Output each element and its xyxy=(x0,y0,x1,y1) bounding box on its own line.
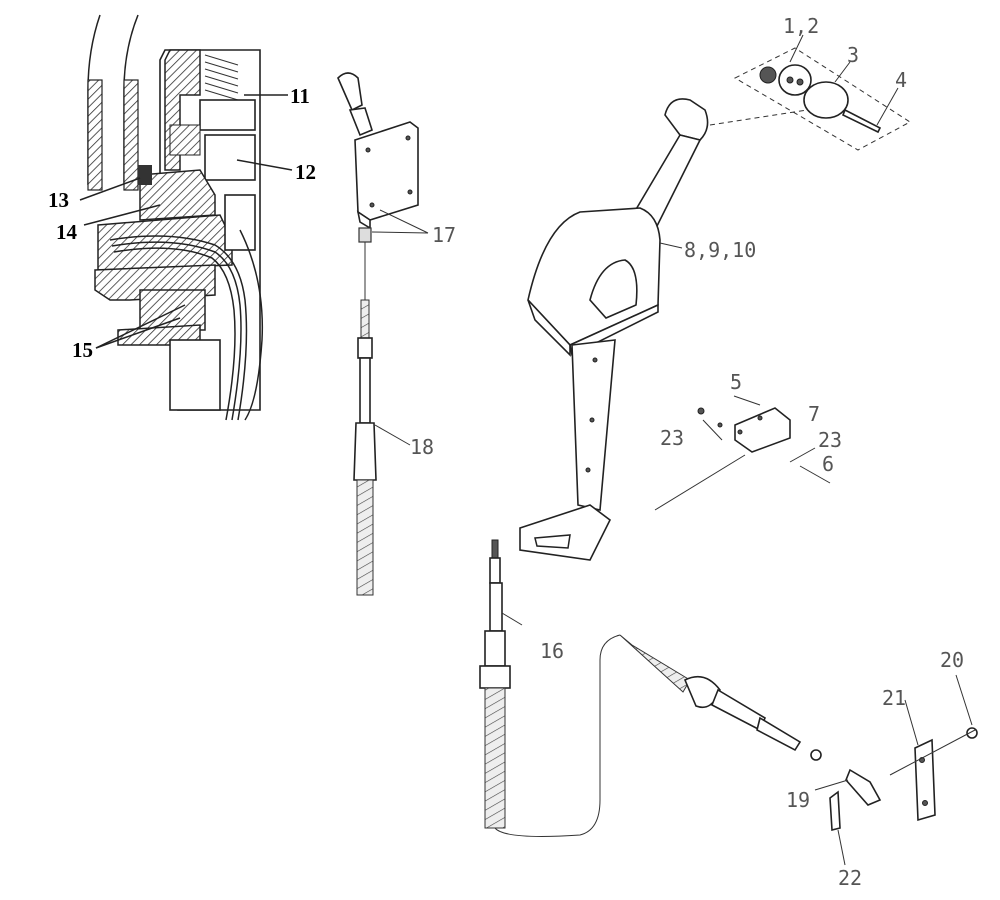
microswitch xyxy=(654,407,831,511)
cross-section-view xyxy=(87,14,264,421)
knob-exploded xyxy=(709,47,911,151)
callout-23-left: 23 xyxy=(660,426,685,450)
callout-5: 5 xyxy=(730,370,743,394)
callout-18: 18 xyxy=(410,435,435,459)
small-control-head xyxy=(337,72,419,230)
callout-14: 14 xyxy=(56,220,77,244)
clevis-hardware xyxy=(829,727,978,832)
callout-11: 11 xyxy=(290,84,310,108)
callout-8-9-10: 8,9,10 xyxy=(684,238,757,262)
callout-15: 15 xyxy=(72,338,93,362)
callout-20: 20 xyxy=(940,648,965,672)
callout-12: 12 xyxy=(295,160,316,184)
callout-13: 13 xyxy=(48,188,69,212)
main-control-unit xyxy=(519,98,709,561)
callout-17: 17 xyxy=(432,223,457,247)
callout-7: 7 xyxy=(808,402,821,426)
callout-22: 22 xyxy=(838,866,863,890)
callout-3: 3 xyxy=(847,43,860,67)
callout-1-2: 1,2 xyxy=(783,14,820,38)
cable-16 xyxy=(479,539,822,837)
callout-6: 6 xyxy=(822,452,835,476)
callout-16: 16 xyxy=(540,639,565,663)
callout-21: 21 xyxy=(882,686,907,710)
callout-4: 4 xyxy=(895,68,908,92)
callout-23-right: 23 xyxy=(818,428,843,452)
callout-19: 19 xyxy=(786,788,811,812)
leader-lines xyxy=(79,34,973,866)
cable-18 xyxy=(353,227,377,596)
